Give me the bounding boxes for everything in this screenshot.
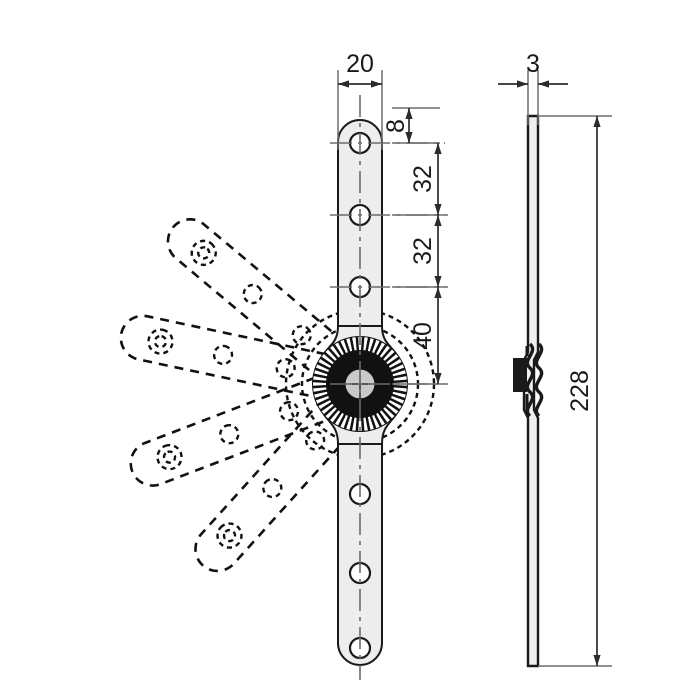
ghost-arm-4 bbox=[194, 367, 385, 573]
dim-label-20: 20 bbox=[346, 50, 374, 78]
side-view-dimensions: 3 228 bbox=[498, 50, 612, 667]
ghost-arm-2 bbox=[119, 314, 367, 408]
dim-label-8: 8 bbox=[382, 119, 410, 133]
ghost-arm-3 bbox=[129, 361, 370, 487]
hub-teeth bbox=[313, 337, 407, 431]
ghost-arm-1 bbox=[166, 218, 376, 403]
side-hub-block bbox=[513, 358, 527, 392]
dim-label-32-b: 32 bbox=[409, 237, 437, 265]
front-view-dimensions: 20 8 32 32 40 bbox=[337, 50, 448, 385]
dim-label-32-a: 32 bbox=[409, 165, 437, 193]
dim-label-3: 3 bbox=[526, 50, 540, 78]
side-view-part bbox=[513, 114, 544, 668]
side-hub-wave bbox=[513, 342, 544, 418]
dim-label-40: 40 bbox=[409, 322, 437, 350]
dim-label-228: 228 bbox=[566, 370, 594, 412]
